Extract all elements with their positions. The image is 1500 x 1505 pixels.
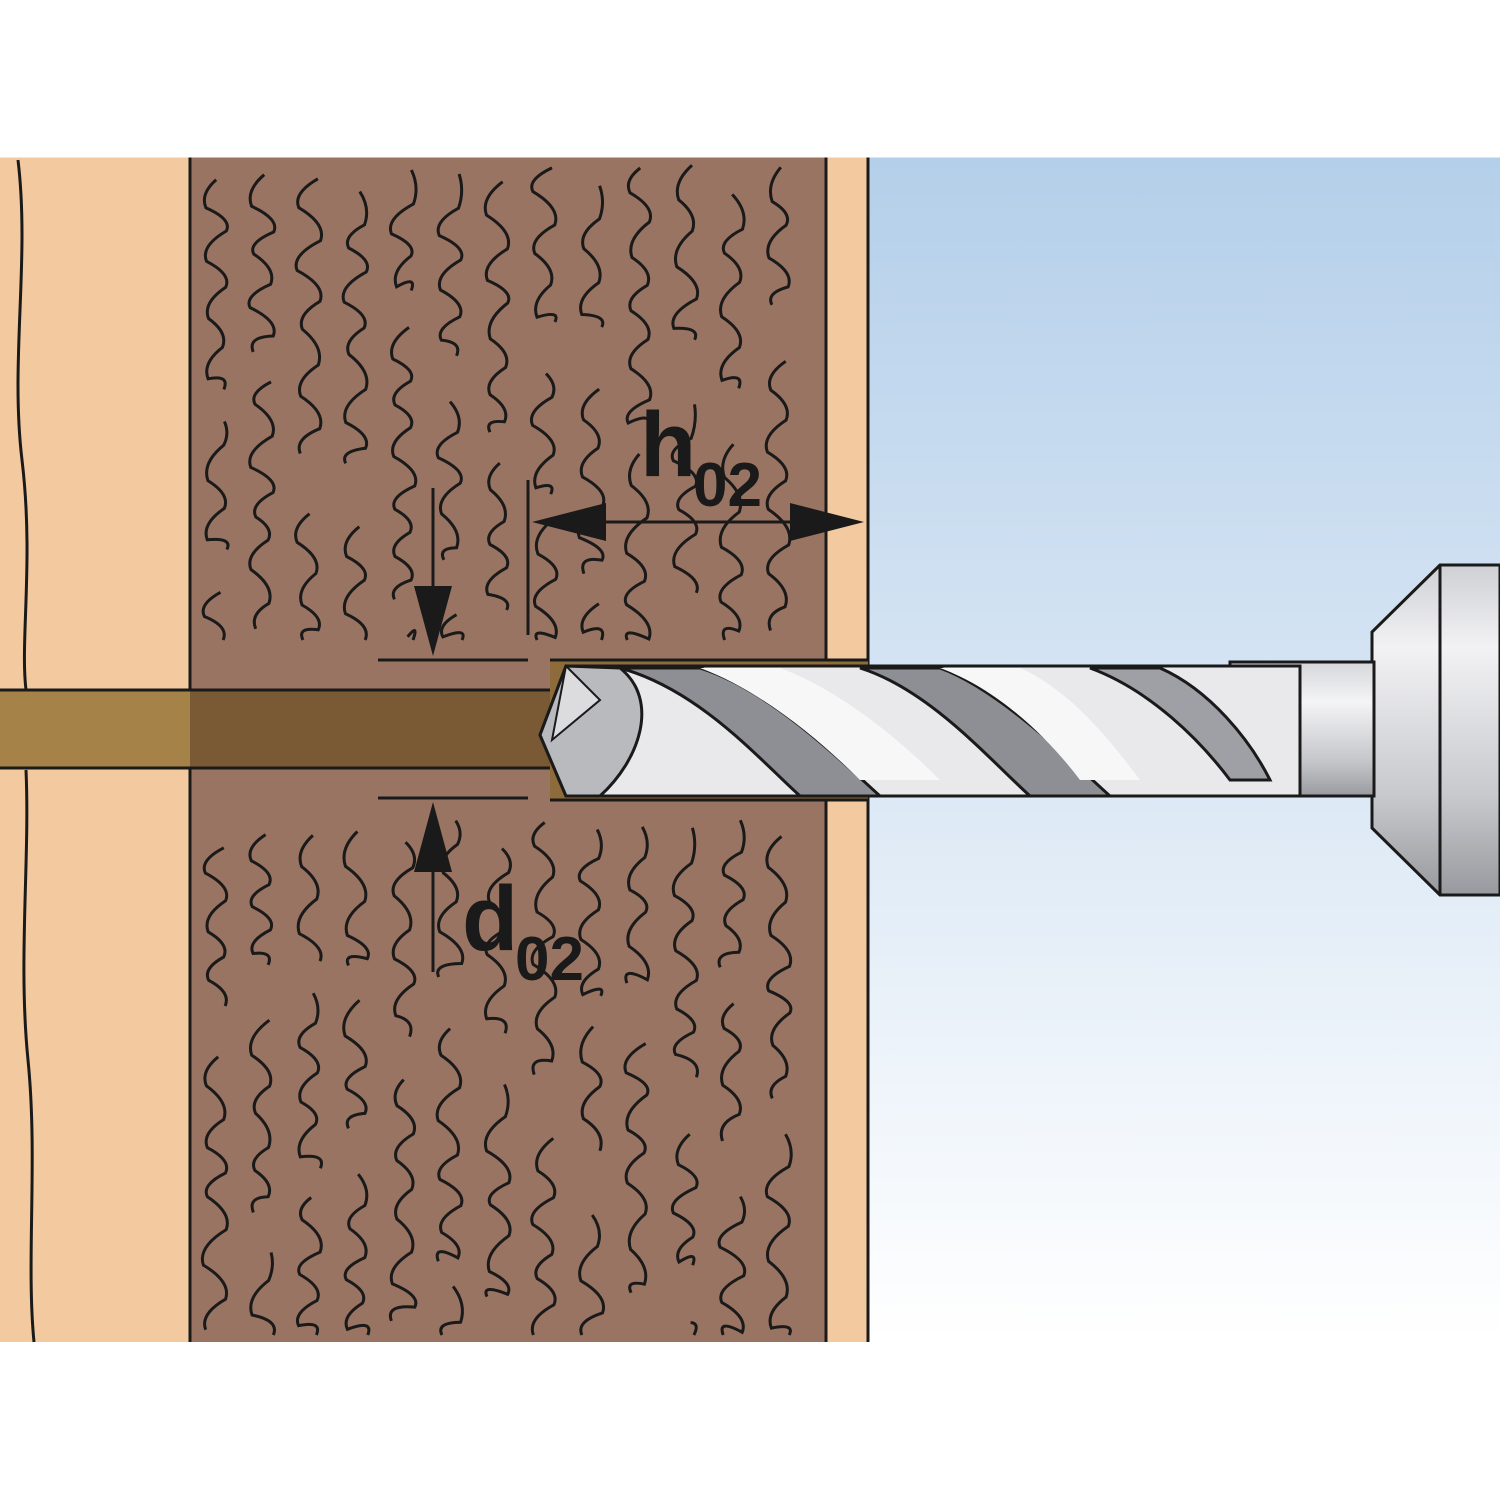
grain-line bbox=[342, 999, 368, 1130]
diameter-arrow-up-icon bbox=[414, 802, 452, 872]
grain-line bbox=[530, 166, 558, 323]
grain-line bbox=[296, 1196, 323, 1336]
grain-line bbox=[389, 169, 418, 292]
wood-grain bbox=[200, 164, 793, 1336]
grain-line bbox=[671, 164, 700, 341]
grain-line bbox=[435, 1027, 464, 1262]
grain-line bbox=[343, 1173, 371, 1336]
grain-line bbox=[624, 826, 651, 984]
grain-line bbox=[718, 443, 744, 641]
grain-line bbox=[530, 372, 556, 495]
grain-line bbox=[671, 827, 699, 1078]
grain-line bbox=[248, 380, 276, 630]
grain-line bbox=[577, 828, 604, 997]
drill-tip-facet bbox=[550, 663, 602, 743]
grain-line bbox=[766, 166, 791, 306]
drill-bit-icon bbox=[538, 563, 1500, 897]
grain-line bbox=[579, 185, 605, 328]
grain-line bbox=[623, 1042, 650, 1294]
diameter-arrow-down-icon bbox=[414, 586, 452, 656]
grain-line bbox=[436, 173, 464, 357]
grain-line bbox=[578, 1214, 605, 1336]
grain-line bbox=[579, 1025, 603, 1152]
grain-line bbox=[439, 1285, 464, 1336]
grain-line bbox=[342, 525, 368, 641]
grain-line bbox=[670, 404, 699, 594]
grain-line bbox=[341, 190, 369, 464]
diameter-label-subscript: 02 bbox=[515, 925, 584, 994]
grain-line bbox=[388, 1078, 418, 1322]
drill-land-2 bbox=[940, 668, 1140, 780]
hole-light-section bbox=[0, 690, 190, 768]
grain-line bbox=[717, 819, 746, 968]
grain-line bbox=[670, 1133, 699, 1266]
wood-grain-left bbox=[16, 159, 36, 1343]
grain-line bbox=[485, 461, 510, 611]
grain-line bbox=[249, 1252, 276, 1336]
grain-line bbox=[530, 1137, 557, 1336]
grain-line bbox=[576, 387, 606, 575]
grain-line bbox=[764, 360, 792, 632]
depth-arrow-left-icon bbox=[532, 503, 606, 541]
diameter-label: d bbox=[462, 868, 518, 970]
grain-line bbox=[436, 819, 465, 978]
grain-line bbox=[580, 602, 605, 641]
drill-hole bbox=[190, 690, 550, 768]
grain-line bbox=[717, 1195, 747, 1336]
grain-line bbox=[248, 833, 274, 966]
depth-label-subscript: 02 bbox=[693, 451, 762, 520]
grain-line bbox=[391, 841, 417, 1038]
grain-line bbox=[296, 834, 323, 962]
diameter-dimension: d 02 bbox=[378, 488, 584, 994]
grain-line bbox=[406, 629, 417, 641]
grain-line bbox=[390, 326, 418, 600]
depth-dimension: h 02 bbox=[526, 394, 864, 635]
grain-line bbox=[342, 830, 370, 967]
drill-land-1 bbox=[700, 668, 940, 780]
grain-line bbox=[623, 453, 652, 642]
grain-line bbox=[764, 1133, 793, 1336]
grain-line bbox=[440, 613, 465, 641]
drill-chuck bbox=[1370, 563, 1500, 897]
grain-line bbox=[200, 1055, 229, 1331]
grain-line bbox=[719, 1002, 742, 1142]
grain-line bbox=[530, 821, 558, 1076]
grain-line bbox=[204, 420, 230, 551]
grain-line bbox=[202, 178, 229, 390]
grain-line bbox=[435, 400, 463, 561]
grain-line bbox=[484, 1083, 512, 1298]
grain-line bbox=[765, 835, 793, 1100]
grain-line bbox=[719, 193, 746, 389]
grain-line bbox=[294, 177, 323, 455]
grain-line bbox=[297, 992, 323, 1169]
grain-line bbox=[484, 847, 512, 1034]
drill-flute-3 bbox=[1089, 666, 1273, 782]
depth-arrow-right-icon bbox=[790, 503, 864, 541]
grain-line bbox=[202, 846, 229, 1007]
grain-line bbox=[247, 173, 277, 353]
grain-line bbox=[533, 522, 559, 641]
depth-label: h bbox=[640, 394, 696, 496]
grain-line bbox=[294, 512, 321, 641]
grain-line bbox=[201, 590, 226, 641]
drill-flute-2 bbox=[859, 666, 1114, 798]
grain-line bbox=[249, 1018, 273, 1213]
grain-line bbox=[690, 1321, 698, 1336]
grain-line bbox=[625, 166, 653, 429]
grain-line bbox=[483, 180, 511, 433]
